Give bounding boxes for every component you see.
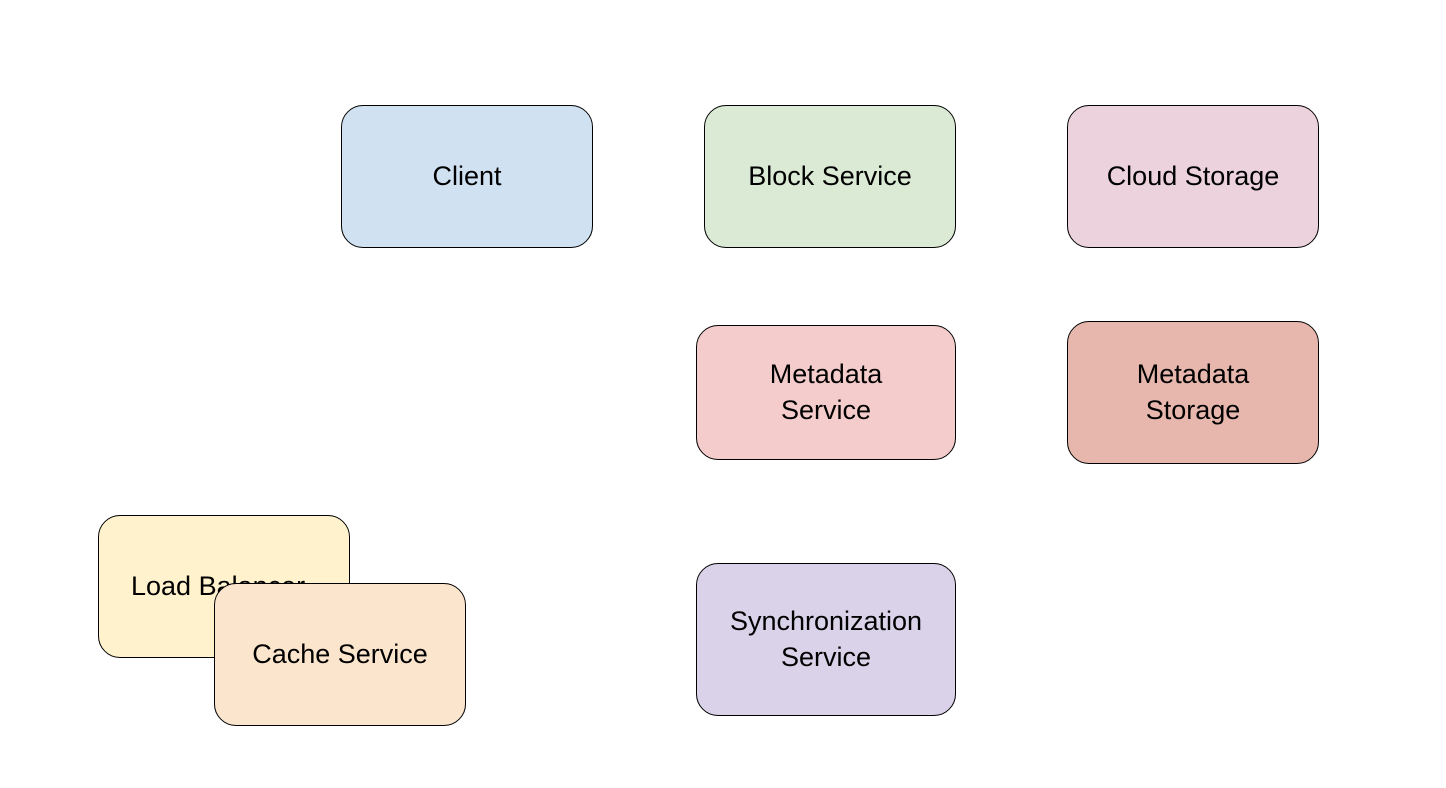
metadata-service-label-line1: Metadata [769, 358, 883, 389]
metadata-storage-label-line1: Metadata [1136, 358, 1250, 389]
metadata-storage-node[interactable]: Metadata Storage [1067, 321, 1319, 464]
metadata-service-label: Metadata Service [770, 357, 883, 428]
metadata-storage-label: Metadata Storage [1137, 357, 1250, 428]
cloud-storage-node[interactable]: Cloud Storage [1067, 105, 1319, 248]
synchronization-service-node[interactable]: Synchronization Service [696, 563, 956, 716]
metadata-service-node[interactable]: Metadata Service [696, 325, 956, 460]
synchronization-service-label-line1: Synchronization [729, 605, 923, 636]
cache-service-node[interactable]: Cache Service [214, 583, 466, 726]
metadata-service-label-line2: Service [780, 394, 871, 425]
block-service-label: Block Service [748, 160, 912, 191]
client-label: Client [432, 160, 502, 191]
synchronization-service-label: Synchronization Service [730, 604, 922, 675]
synchronization-service-label-line2: Service [780, 641, 872, 672]
metadata-storage-label-line2: Storage [1145, 394, 1241, 425]
client-node[interactable]: Client [341, 105, 593, 248]
cache-service-label: Cache Service [252, 638, 428, 669]
cloud-storage-label: Cloud Storage [1106, 160, 1280, 191]
block-service-node[interactable]: Block Service [704, 105, 956, 248]
